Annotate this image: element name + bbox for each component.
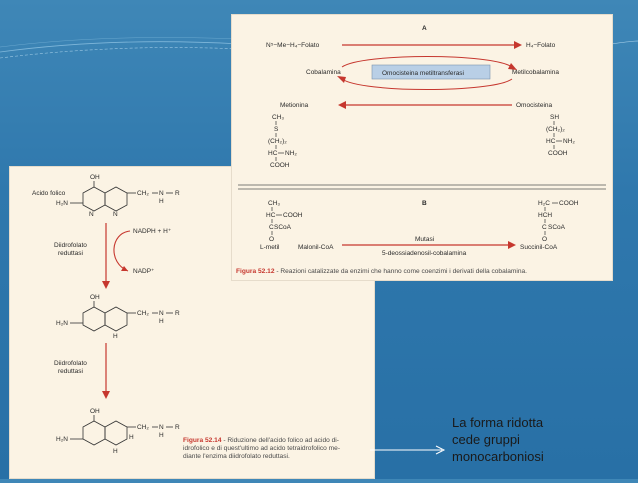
cofactor-label: 5-deossiadenosil-cobalamina: [382, 250, 467, 257]
left-c-label: C: [269, 224, 274, 231]
oh-label-1: OH: [90, 174, 100, 181]
succinil-coa-label: Succinil-CoA: [520, 244, 558, 251]
right-o-label: O: [542, 236, 547, 243]
right-hch-label: HCH: [538, 212, 552, 219]
h2n-label-1: H₂N: [56, 200, 68, 207]
left-hc-label: HC: [266, 212, 276, 219]
side-note-line-2: cede gruppi: [452, 432, 520, 447]
side-note-line-3: monocarboniosi: [452, 449, 544, 464]
met-hc-label: HC: [268, 150, 278, 157]
r-label-2: R: [175, 310, 180, 317]
n-label-5: N: [159, 424, 164, 431]
caption-figura-52-14: Figura 52.14 - Riduzione dell'acido foli…: [183, 437, 371, 461]
caption-52-14-text-2: idrofolico e di quest'ultimo ad acido te…: [183, 445, 341, 452]
h-label-3: H: [159, 318, 164, 325]
h2n-label-2: H₂N: [56, 320, 68, 327]
left-o-label: O: [269, 236, 274, 243]
left-scoa-label: SCoA: [274, 224, 292, 231]
hcy-cooh-label: COOH: [548, 150, 568, 157]
oh-label-3: OH: [90, 408, 100, 415]
h-label-6: H: [159, 432, 164, 439]
nadph-label: NADPH + H⁺: [133, 228, 172, 235]
r-label-1: R: [175, 190, 180, 197]
h-label-2: H: [113, 333, 118, 340]
left-cooh-label: COOH: [283, 212, 303, 219]
caption-52-14-number: Figura 52.14: [183, 437, 222, 444]
metilcobalamina-label: Metilcobalamina: [512, 69, 559, 76]
side-note: La forma ridotta cede gruppi monocarboni…: [452, 414, 602, 465]
acido-folico-label: Acido folico: [32, 190, 66, 197]
left-ch3-label: CH₃: [268, 200, 280, 207]
nadp-label: NADP⁺: [133, 268, 155, 275]
cobalamin-reactions-diagram: A N⁵−Me−H₄−Folato H₄−Folato Cobalamina O…: [238, 25, 606, 257]
met-cooh-label: COOH: [270, 162, 290, 169]
cobalamina-label: Cobalamina: [306, 69, 341, 76]
hcy-hc-label: HC: [546, 138, 556, 145]
mutasi-label: Mutasi: [415, 236, 434, 243]
h2n-label-3: H₂N: [56, 436, 68, 443]
oh-label-2: OH: [90, 294, 100, 301]
n5-methyl-folato-label: N⁵−Me−H₄−Folato: [266, 42, 320, 49]
ch2-label-2: CH₂: [137, 310, 149, 317]
caption-52-14-text-1: - Riduzione dell'acido folico ad acido d…: [221, 437, 339, 444]
right-h2c-label: H₂C: [538, 200, 550, 207]
n-label-2: N: [113, 211, 118, 218]
met-ch3-label: CH₃: [272, 114, 284, 121]
folate-reduction-diagram: Acido folico OH H₂N N N CH₂ N H R NADPH …: [32, 174, 180, 455]
n-label-4: N: [159, 310, 164, 317]
h-label-1: H: [159, 198, 164, 205]
met-nh2-label: NH₂: [285, 150, 297, 157]
right-scoa-label: SCoA: [548, 224, 566, 231]
h-label-4: H: [113, 448, 118, 455]
hcy-sh-label: SH: [550, 114, 559, 121]
caption-52-12-number: Figura 52.12: [236, 268, 275, 275]
right-cooh-label: COOH: [559, 200, 579, 207]
figure-52-12-panel: A N⁵−Me−H₄−Folato H₄−Folato Cobalamina O…: [231, 14, 613, 281]
n-label-1: N: [89, 211, 94, 218]
n-label-3: N: [159, 190, 164, 197]
caption-52-12-text: - Reazioni catalizzate da enzimi che han…: [274, 268, 528, 275]
h4-folato-label: H₄−Folato: [526, 42, 556, 49]
malonil-coa-label: Malonil-CoA: [298, 244, 334, 251]
omocisteina-label: Omocisteina: [516, 102, 553, 109]
right-c-label: C: [542, 224, 547, 231]
diidrofolato-label-2: Diidrofolato: [54, 360, 87, 367]
metionina-label: Metionina: [280, 102, 309, 109]
caption-figura-52-12: Figura 52.12 - Reazioni catalizzate da e…: [236, 268, 608, 276]
hcy-nh2-label: NH₂: [563, 138, 575, 145]
connector-arrow: [370, 445, 446, 455]
diidrofolato-label-1: Diidrofolato: [54, 242, 87, 249]
met-ch22-label: (CH₂)₂: [268, 138, 287, 145]
l-metil-label: L-metil: [260, 244, 280, 251]
met-s-label: S: [274, 126, 279, 133]
section-a-label: A: [422, 25, 427, 32]
hcy-ch22-label: (CH₂)₂: [546, 126, 565, 133]
reduttasi-label-1: reduttasi: [58, 250, 83, 257]
reduttasi-label-2: reduttasi: [58, 368, 83, 375]
side-note-line-1: La forma ridotta: [452, 415, 544, 430]
ch2-label-3: CH₂: [137, 424, 149, 431]
ch2-label-1: CH₂: [137, 190, 149, 197]
r-label-3: R: [175, 424, 180, 431]
section-b-label: B: [422, 200, 427, 207]
caption-52-14-text-3: diante l'enzima diidrofolato reduttasi.: [183, 453, 290, 460]
h-label-5: H: [129, 434, 134, 441]
enzyme-box-label: Omocisteina metiltransferasi: [382, 70, 464, 77]
